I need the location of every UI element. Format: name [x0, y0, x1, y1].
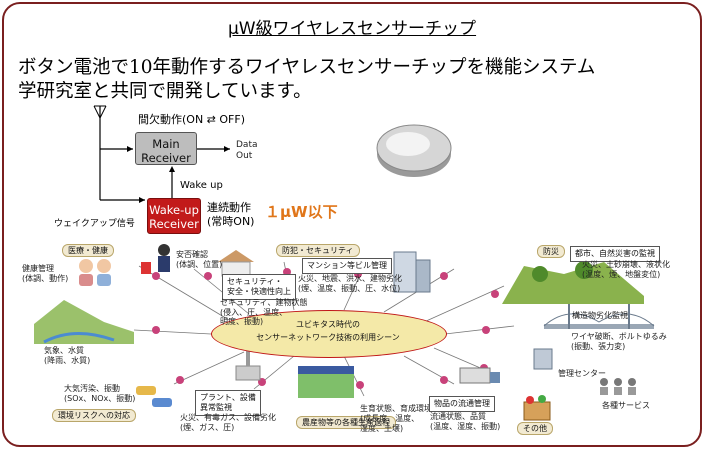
scene-structure-detail: ワイヤ破断、ボルトゆるみ (振動、張力変) [571, 332, 667, 351]
house-icon [218, 250, 254, 277]
hub-ellipse [211, 310, 447, 358]
scene-health: 健康管理 (体調、動作) [22, 264, 69, 283]
connector-dots [152, 268, 499, 389]
scene-logistics-detail: 流通状態、品質 (温度、湿度、振動) [430, 412, 501, 431]
scene-structure: 構造物劣化監視 [572, 311, 628, 320]
coin-battery-icon [376, 124, 452, 177]
scene-management: 管理センター [558, 369, 606, 378]
main-receiver-box: Main Receiver [135, 132, 197, 165]
wake-up-label: Wake up [180, 180, 223, 191]
mountain-river-icon [34, 300, 134, 344]
scene-logistics: 物品の流通管理 [429, 396, 495, 412]
wakeup-receiver-box: Wake-up Receiver [147, 198, 201, 234]
data-out-label: Data Out [236, 140, 258, 161]
category-agriculture: 農産物等の各種生産過程 [296, 416, 396, 429]
category-medical: 医療・健康 [62, 244, 114, 257]
plant-icon [235, 348, 261, 381]
truck-icon [459, 367, 500, 384]
hub-text: ユビキタス時代の センサーネットワーク技術の利用シーン [256, 320, 400, 342]
scene-services: 各種サービス [602, 401, 650, 410]
farm-icon [298, 366, 354, 398]
scene-production: 生育状態、育成環境 (成長度、温度、 湿度、土壌) [360, 404, 432, 433]
category-security: 防犯・セキュリティ [276, 244, 360, 257]
cars-icon [136, 386, 172, 407]
category-disaster: 防災 [537, 245, 565, 258]
power-consumption-label: １μW以下 [265, 203, 338, 221]
scene-city-detail: 火災、土砂崩壊、液状化 (温度、煙、地盤変位) [582, 260, 670, 279]
wakeup-signal-label: ウェイクアップ信号 [54, 219, 135, 229]
goods-box-icon [523, 395, 551, 421]
scene-mansion: マンション等ビル管理 [302, 258, 392, 274]
scene-security-detail: セキュリティ、建物状態 (侵入、圧、温度、 明度、振動) [220, 298, 308, 326]
people-icon [79, 259, 111, 286]
intermittent-operation-label: 間欠動作(ON ⇄ OFF) [138, 113, 245, 126]
category-environment: 環境リスクへの対応 [52, 409, 136, 422]
description-text: ボタン電池で10年動作するワイヤレスセンサーチップを機能システム 学研究室と共同… [18, 57, 596, 102]
scene-safety: 安否確認 (体調、位置) [176, 250, 223, 269]
scene-mansion-detail: 火災、地震、洪水、建物劣化 (煙、温度、振動、圧、水位) [298, 274, 402, 293]
scene-city: 都市、自然災害の監視 [570, 246, 660, 262]
scene-plant: プラント、設備 異常監視 [195, 390, 261, 416]
scene-pollution: 大気汚染、振動 (SOx、NOx、振動) [64, 384, 136, 403]
scene-weather: 気象、水質 (降雨、水質) [44, 346, 91, 365]
continuous-operation-label: 連続動作 (常時ON) [207, 201, 255, 228]
services-people-icon [600, 378, 636, 395]
management-center-icon [533, 348, 553, 370]
antenna-icon [93, 105, 107, 200]
block-diagram-lines [34, 105, 655, 421]
building-icon [393, 251, 431, 293]
city-landscape-icon [502, 261, 644, 304]
scene-security-box: セキュリティ・ 安全・快適性向上 [222, 274, 296, 300]
bridge-icon [543, 304, 655, 329]
category-other: その他 [517, 422, 553, 435]
scene-plant-detail: 火災、有毒ガス、設備劣化 (煙、ガス、圧) [180, 413, 276, 432]
guard-icon [141, 244, 170, 274]
slide-title: μW級ワイヤレスセンサーチップ [227, 19, 477, 39]
